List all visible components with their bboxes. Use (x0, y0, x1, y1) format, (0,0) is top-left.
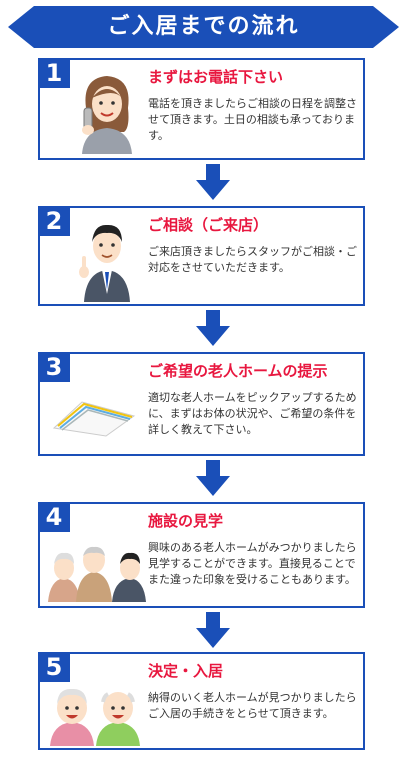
arrow-down-icon (196, 612, 230, 652)
step-title: ご相談（ご来店） (148, 216, 269, 234)
step-title: 決定・入居 (148, 662, 224, 680)
step-description: 電話を頂きましたらご相談の日程を調整させて頂きます。土日の相談も承っております。 (148, 97, 357, 142)
arrow-down-icon (196, 460, 230, 500)
elderly-couple-icon (48, 680, 142, 750)
step-title: まずはお電話下さい (148, 68, 284, 86)
step-description: ご来店頂きましたらスタッフがご相談・ご対応をさせていただきます。 (148, 245, 357, 274)
banner-shape (8, 6, 399, 48)
step-2: 2 ご相談（ご来店） ご来店頂きましたらスタッフがご相談・ご対応をさせていただき… (38, 206, 365, 306)
arrow-down-icon (196, 310, 230, 350)
step-description: 興味のある老人ホームがみつかりましたら見学することができます。直接見ることでまた… (148, 541, 357, 586)
header-banner: ご入居までの流れ (8, 6, 399, 48)
step-5: 5 決定・入居 納得のいく老人ホームが見つかりましたらご入居の手続きをとらせて頂… (38, 652, 365, 750)
step-4: 4 施設の見学 興味のある老人ホームがみつかりましたら見学することができます。直… (38, 502, 365, 608)
step-title: 施設の見学 (148, 512, 224, 530)
documents-icon (52, 398, 136, 442)
page-title: ご入居までの流れ (107, 14, 300, 39)
arrow-down-icon (196, 164, 230, 204)
step-number: 3 (38, 352, 70, 382)
step-3: 3 ご希望の老人ホームの提示 適切な老人ホームをピックアップするために、まずはお… (38, 352, 365, 456)
step-number: 2 (38, 206, 70, 236)
step-1: 1 まずはお電話下さい 電話を頂きましたらご相談の日程を調整させて頂きます。土日… (38, 58, 365, 160)
visit-group-icon (46, 534, 146, 606)
phone-woman-icon (74, 68, 140, 158)
step-description: 適切な老人ホームをピックアップするために、まずはお体の状況や、ご希望の条件を詳し… (148, 391, 357, 436)
step-number: 1 (38, 58, 70, 88)
staff-man-icon (74, 214, 140, 306)
step-description: 納得のいく老人ホームが見つかりましたらご入居の手続きをとらせて頂きます。 (148, 691, 357, 720)
step-title: ご希望の老人ホームの提示 (148, 362, 328, 380)
step-number: 4 (38, 502, 70, 532)
step-number: 5 (38, 652, 70, 682)
